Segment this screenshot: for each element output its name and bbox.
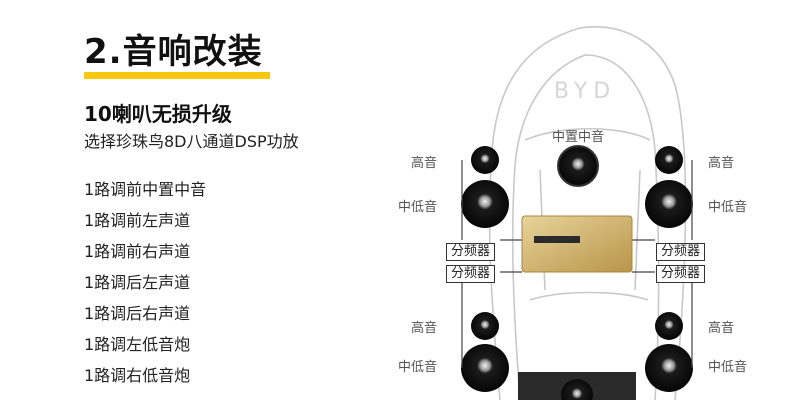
front-left-tweeter-icon (471, 146, 499, 174)
rear-right-tweeter-icon (655, 312, 683, 340)
center-speaker-icon (557, 145, 599, 187)
tweeter-label: 高音 (411, 156, 438, 171)
front-right-tweeter-icon (655, 146, 683, 174)
subwoofer-icon (561, 379, 593, 400)
channel-item: 1路调左低音炮 (84, 335, 191, 354)
amplifier-badge (534, 236, 580, 243)
tweeter-label: 高音 (708, 156, 735, 171)
channel-item: 1路调后左声道 (84, 273, 191, 292)
dsp-amplifier (521, 215, 633, 273)
midwoofer-label: 中低音 (708, 200, 748, 215)
tweeter-label: 高音 (411, 321, 438, 336)
rear-left-tweeter-icon (471, 312, 499, 340)
channel-item: 1路调右低音炮 (84, 366, 191, 385)
section-title: 2.音响改装 (84, 32, 263, 72)
rear-right-woofer-icon (645, 344, 693, 392)
car-logo: BYD (554, 79, 616, 104)
crossover-box: 分频器 (656, 265, 706, 283)
rear-left-woofer-icon (461, 344, 509, 392)
midwoofer-label: 中低音 (398, 200, 438, 215)
tweeter-label: 高音 (708, 321, 735, 336)
front-right-woofer-icon (645, 180, 693, 228)
crossover-box: 分频器 (656, 243, 706, 261)
front-left-woofer-icon (461, 180, 509, 228)
midwoofer-label: 中低音 (398, 360, 438, 375)
channel-item: 1路调前左声道 (84, 211, 191, 230)
title-accent-bar (84, 72, 270, 79)
subtitle: 10喇叭无损升级 (84, 102, 232, 126)
center-speaker-label: 中置中音 (552, 129, 604, 145)
crossover-box: 分频器 (446, 265, 496, 283)
channel-item: 1路调前右声道 (84, 242, 191, 261)
speaker-wiring (461, 160, 693, 368)
crossover-box: 分频器 (446, 243, 496, 261)
channel-item: 1路调前中置中音 (84, 180, 207, 199)
description: 选择珍珠鸟8D八通道DSP功放 (84, 132, 299, 151)
midwoofer-label: 中低音 (708, 360, 748, 375)
channel-item: 1路调后右声道 (84, 304, 191, 323)
car-speaker-diagram: BYD 中置中音 (461, 26, 693, 400)
